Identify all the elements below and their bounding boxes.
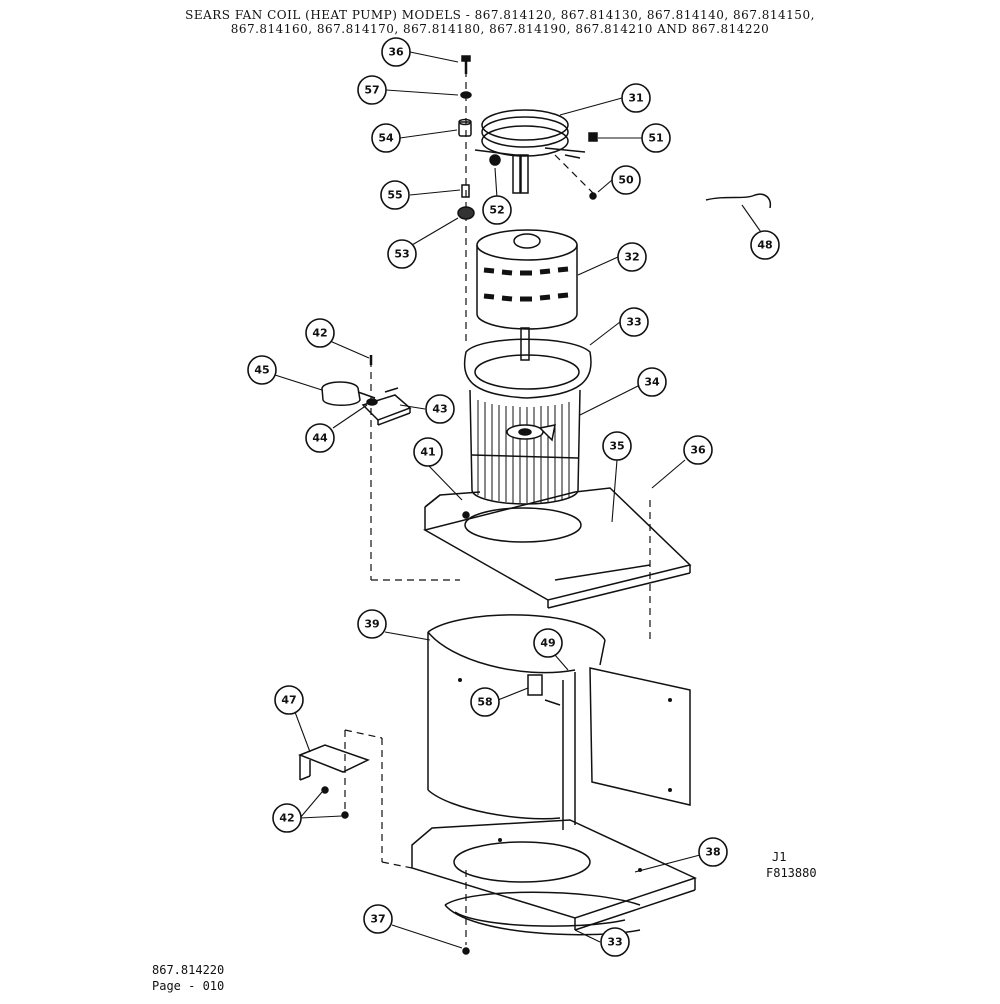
blower-motor	[476, 229, 578, 361]
callout-label: 38	[705, 846, 720, 859]
callout-57	[357, 75, 387, 105]
callout-58	[470, 687, 500, 717]
callout-label: 41	[420, 446, 435, 459]
callout-48	[750, 230, 780, 260]
callout-label: 51	[648, 132, 663, 145]
callout-label: 42	[312, 327, 327, 340]
reference-code-line-2: F813880	[766, 866, 817, 880]
capacitor-assembly	[321, 355, 412, 426]
callout-38	[698, 837, 728, 867]
callout-label: 57	[364, 84, 379, 97]
callout-36	[381, 37, 411, 67]
motor-mount-band	[474, 109, 586, 194]
header-models-line-1: SEARS FAN COIL (HEAT PUMP) MODELS - 867.…	[185, 8, 815, 22]
callout-42	[305, 318, 335, 348]
wire-harness	[705, 193, 772, 209]
callout-43	[425, 394, 455, 424]
callout-label: 58	[477, 696, 492, 709]
callout-52	[482, 195, 512, 225]
callout-32	[617, 242, 647, 272]
callout-label: 31	[628, 92, 643, 105]
callout-45	[247, 355, 277, 385]
callout-label: 52	[489, 204, 504, 217]
callout-42b	[272, 803, 302, 833]
mounting-bracket	[297, 744, 370, 819]
callout-51	[641, 123, 671, 153]
blower-wheel	[469, 389, 581, 505]
callout-label: 43	[432, 403, 447, 416]
callout-37	[363, 904, 393, 934]
callout-label: 36	[388, 46, 404, 59]
callout-label: 50	[618, 174, 634, 187]
callout-36b	[683, 435, 713, 465]
blower-deck-plate	[423, 487, 692, 609]
base-plate	[411, 819, 698, 931]
callout-label: 53	[394, 248, 409, 261]
callout-33b	[600, 927, 630, 957]
callout-55	[380, 180, 410, 210]
callout-label: 45	[254, 364, 269, 377]
callout-41	[413, 437, 443, 467]
leader-lines	[274, 51, 764, 949]
callout-54	[371, 123, 401, 153]
callout-label: 39	[364, 618, 379, 631]
callout-39	[357, 609, 387, 639]
callout-31	[621, 83, 651, 113]
callout-50	[611, 165, 641, 195]
callout-label: 49	[540, 637, 555, 650]
fastener-stack	[457, 55, 598, 220]
callout-label: 34	[644, 376, 660, 389]
callout-label: 55	[387, 189, 402, 202]
callout-label: 48	[757, 239, 772, 252]
reference-code-line-1: J1	[772, 850, 787, 864]
callout-33	[619, 307, 649, 337]
callout-label: 35	[609, 440, 624, 453]
callout-53	[387, 239, 417, 269]
callout-label: 47	[281, 694, 296, 707]
callout-35	[602, 431, 632, 461]
footer-page-number: Page - 010	[152, 979, 225, 993]
callout-label: 44	[312, 432, 328, 445]
callout-47	[274, 685, 304, 715]
callout-label: 32	[624, 251, 639, 264]
callout-label: 42	[279, 812, 294, 825]
blower-housing	[427, 614, 691, 830]
callout-label: 33	[607, 936, 622, 949]
callout-label: 54	[378, 132, 394, 145]
callout-34	[637, 367, 667, 397]
callout-44	[305, 423, 335, 453]
callout-label: 36	[690, 444, 706, 457]
orifice-ring	[463, 338, 592, 399]
callout-49	[533, 628, 563, 658]
header-models-line-2: 867.814160, 867.814170, 867.814180, 867.…	[230, 22, 770, 36]
callout-label: 33	[626, 316, 641, 329]
callout-label: 37	[370, 913, 385, 926]
footer-model-number: 867.814220	[152, 963, 225, 977]
